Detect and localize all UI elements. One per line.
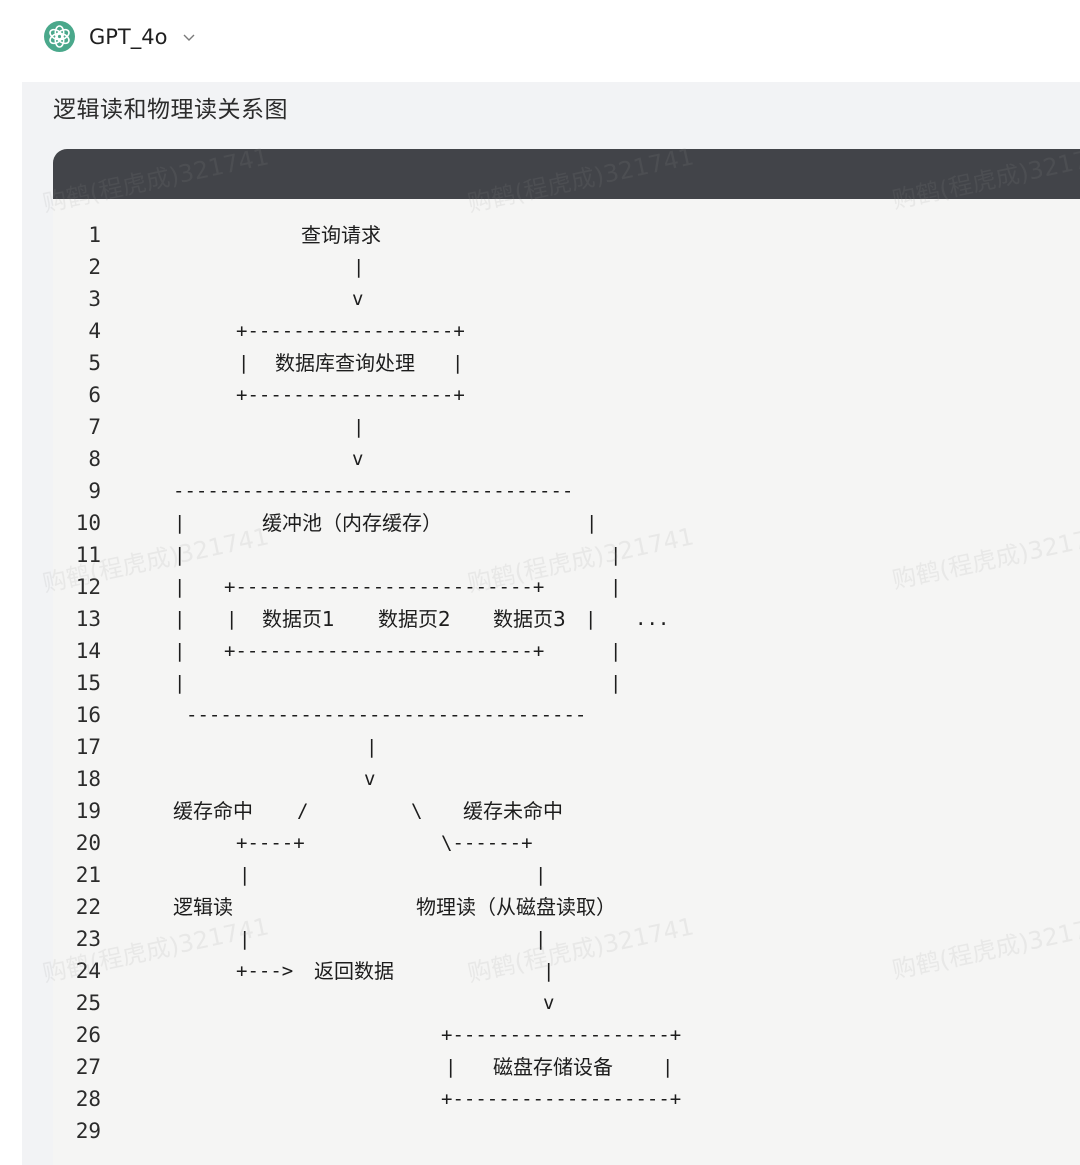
query-request-label: 查询请求 — [301, 223, 381, 247]
line-number: 14 — [75, 639, 101, 663]
code-block-header — [53, 149, 1080, 199]
line-number: 8 — [88, 447, 101, 471]
line-number: 11 — [75, 543, 101, 567]
line-number: 5 — [88, 351, 101, 375]
cache-miss-label: 缓存未命中 — [463, 799, 563, 823]
box-edge: | — [586, 512, 598, 534]
box-edge: | — [174, 672, 186, 694]
line-number: 12 — [75, 575, 101, 599]
line-number: 1 — [88, 223, 101, 247]
connector-line: | — [353, 256, 365, 278]
box-edge: | — [238, 352, 250, 374]
connector-line: \------+ — [441, 832, 533, 854]
box-border: +-------------------+ — [441, 1024, 682, 1046]
ellipsis: ... — [635, 608, 670, 630]
buffer-pool-label: 缓冲池（内存缓存） — [262, 511, 442, 535]
line-number: 7 — [88, 415, 101, 439]
line-number: 20 — [75, 831, 101, 855]
box-edge: | — [662, 1056, 674, 1078]
branch-backslash: \ — [411, 800, 423, 822]
line-number: 25 — [75, 991, 101, 1015]
connector-line: | — [535, 864, 547, 886]
box-edge: | — [174, 640, 186, 662]
box-edge: | — [226, 608, 238, 630]
buffer-pool-border: ----------------------------------- — [186, 704, 587, 726]
connector-line: | — [239, 928, 251, 950]
line-number: 28 — [75, 1087, 101, 1111]
return-arrow: +---> — [236, 960, 294, 982]
line-number: 24 — [75, 959, 101, 983]
openai-logo-icon — [44, 21, 75, 52]
buffer-pool-border: ----------------------------------- — [173, 480, 574, 502]
top-bar: GPT_4o — [0, 0, 1080, 76]
line-number: 6 — [88, 383, 101, 407]
connector-line: | — [366, 736, 378, 758]
box-edge: | — [445, 1056, 457, 1078]
box-edge: | — [174, 544, 186, 566]
connector-line: | — [239, 864, 251, 886]
return-data-label: 返回数据 — [314, 959, 394, 983]
box-edge: | — [174, 512, 186, 534]
diagram-title: 逻辑读和物理读关系图 — [53, 97, 288, 123]
disk-storage-label: 磁盘存储设备 — [493, 1055, 613, 1079]
box-border: +-------------------+ — [441, 1088, 682, 1110]
line-number: 2 — [88, 255, 101, 279]
box-border: +------------------+ — [236, 320, 465, 342]
box-border: +------------------+ — [236, 384, 465, 406]
data-page-box-border: +--------------------------+ — [224, 640, 545, 662]
arrow-down: v — [352, 288, 364, 310]
line-number: 13 — [75, 607, 101, 631]
data-page-box-border: +--------------------------+ — [224, 576, 545, 598]
line-number: 9 — [88, 479, 101, 503]
line-number: 22 — [75, 895, 101, 919]
box-edge: | — [610, 640, 622, 662]
code-block: 1 2 3 4 5 6 7 8 9 10 11 12 13 14 15 16 1… — [53, 199, 1080, 1165]
arrow-down: v — [352, 448, 364, 470]
line-number: 4 — [88, 319, 101, 343]
box-edge: | — [452, 352, 464, 374]
connector-line: +----+ — [236, 832, 305, 854]
line-number: 3 — [88, 287, 101, 311]
cache-hit-label: 缓存命中 — [173, 799, 253, 823]
db-query-processing-label: 数据库查询处理 — [275, 351, 415, 375]
branch-slash: / — [297, 800, 309, 822]
line-number: 29 — [75, 1119, 101, 1143]
line-number: 10 — [75, 511, 101, 535]
box-edge: | — [610, 576, 622, 598]
physical-read-label: 物理读（从磁盘读取） — [416, 895, 616, 919]
data-page-2: 数据页2 — [378, 607, 451, 631]
ascii-diagram: 查询请求 | v +------------------+ | 数据库查询处理 … — [53, 219, 1080, 1159]
box-edge: | — [174, 608, 186, 630]
data-page-3: 数据页3 — [493, 607, 566, 631]
connector-line: | — [535, 928, 547, 950]
line-number: 26 — [75, 1023, 101, 1047]
line-number: 15 — [75, 671, 101, 695]
connector-line: | — [353, 416, 365, 438]
connector-line: | — [543, 960, 555, 982]
line-number: 19 — [75, 799, 101, 823]
box-edge: | — [610, 544, 622, 566]
chevron-down-icon[interactable] — [181, 26, 197, 48]
line-number: 27 — [75, 1055, 101, 1079]
box-edge: | — [174, 576, 186, 598]
box-edge: | — [585, 608, 597, 630]
line-number: 16 — [75, 703, 101, 727]
line-number: 23 — [75, 927, 101, 951]
model-selector-label[interactable]: GPT_4o — [89, 25, 168, 49]
data-page-1: 数据页1 — [262, 607, 335, 631]
line-number: 21 — [75, 863, 101, 887]
arrow-down: v — [364, 768, 376, 790]
box-edge: | — [610, 672, 622, 694]
line-number: 17 — [75, 735, 101, 759]
line-number: 18 — [75, 767, 101, 791]
logical-read-label: 逻辑读 — [173, 895, 233, 919]
arrow-down: v — [543, 992, 555, 1014]
